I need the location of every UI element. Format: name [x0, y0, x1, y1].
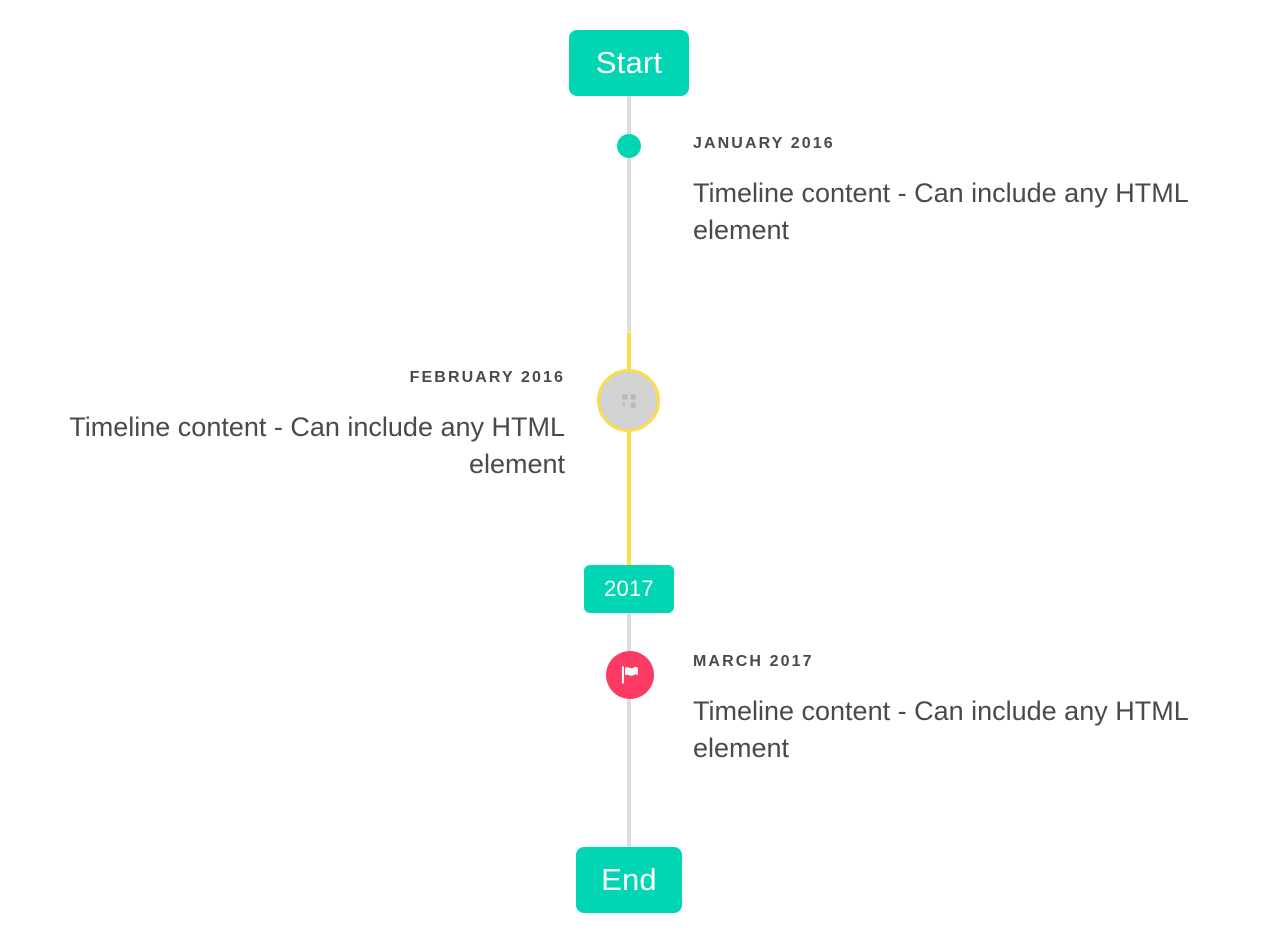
- timeline-marker-flag[interactable]: [606, 651, 654, 699]
- timeline-item-february: February 2016 Timeline content - Can inc…: [5, 368, 565, 482]
- flag-icon: [621, 666, 638, 684]
- timeline-marker-dot-icon[interactable]: [617, 134, 641, 158]
- timeline-line-segment-highlighted: [627, 332, 631, 566]
- timeline-start-badge[interactable]: Start: [569, 30, 689, 96]
- timeline-item-january: January 2016 Timeline content - Can incl…: [693, 134, 1253, 248]
- timeline-line-segment-top: [627, 92, 631, 332]
- timeline-line-segment-bottom: [627, 612, 631, 856]
- timeline-year-badge[interactable]: 2017: [584, 565, 674, 613]
- timeline-marker-ring[interactable]: [597, 369, 660, 432]
- timeline-item-body: Timeline content - Can include any HTML …: [693, 696, 1188, 763]
- timeline-item-date: January 2016: [693, 135, 835, 152]
- timeline-item-body: Timeline content - Can include any HTML …: [693, 178, 1188, 245]
- timeline-item-date: March 2017: [693, 653, 814, 670]
- broken-image-icon: [621, 393, 636, 408]
- timeline-item-body: Timeline content - Can include any HTML …: [69, 412, 565, 479]
- timeline-end-badge[interactable]: End: [576, 847, 682, 913]
- timeline-item-march: March 2017 Timeline content - Can includ…: [693, 652, 1253, 766]
- timeline-item-date: February 2016: [409, 369, 565, 386]
